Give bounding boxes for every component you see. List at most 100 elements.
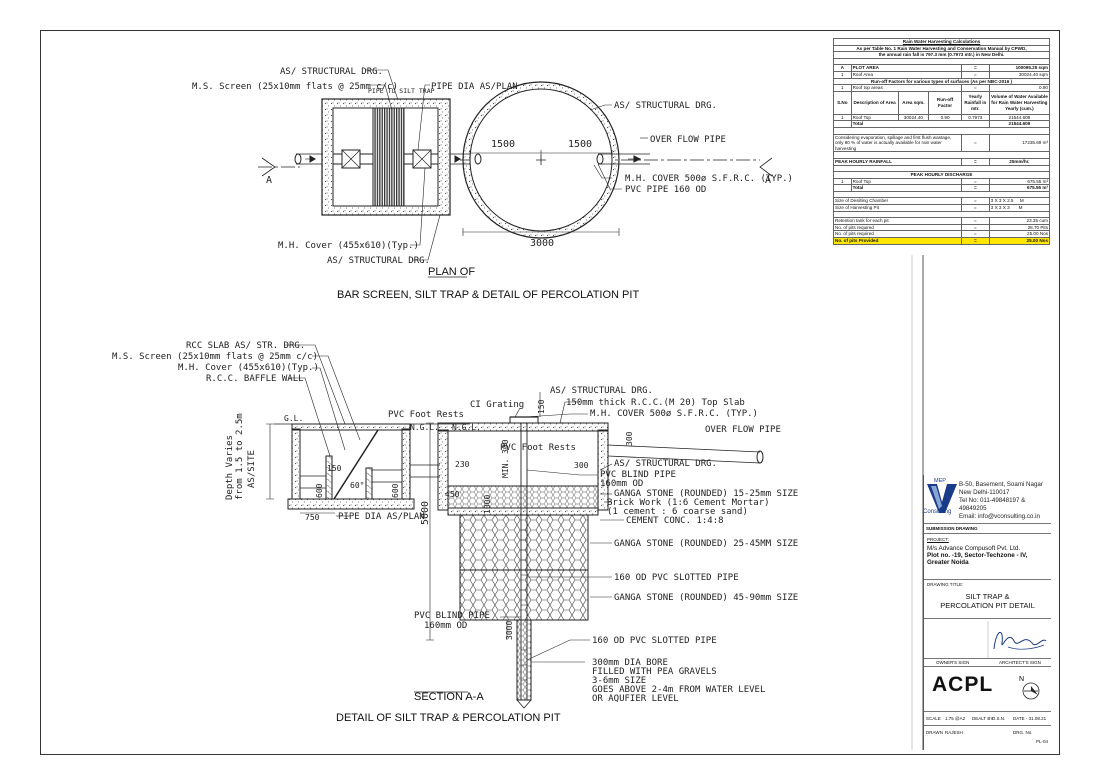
calc-pr-label: Roof Top [850, 177, 962, 186]
calc-rt-eq: = [960, 84, 990, 92]
sec-label-as-structural: AS/ STRUCTURAL DRG. [550, 386, 653, 396]
sec-label-slotted-2: 160 OD PVC SLOTTED PIPE [592, 636, 717, 646]
sec-dim-3000: 3000 [505, 621, 514, 640]
tb-project-3: Greater Noida [927, 559, 969, 566]
calc-req1-eq: = [960, 223, 990, 232]
title-block: SUBMISSION DRAWING PROJECT: M/s Advance … [923, 475, 1051, 750]
company-addr-1: B-50, Basement, Soami Nagar [959, 481, 1043, 488]
plan-section-a-right: A [765, 175, 771, 186]
sec-label-pvc-foot-1: PVC Foot Rests [388, 410, 464, 420]
sec-dim-300a: 300 [625, 431, 634, 446]
section-view [266, 344, 764, 709]
sheet-border [40, 30, 1060, 755]
plan-dim-1500a: 1500 [491, 139, 515, 150]
north-label: N [1019, 676, 1024, 683]
sec-dim-600a: 600 [315, 483, 324, 498]
section-subtitle: DETAIL OF SILT TRAP & PERCOLATION PIT [336, 712, 561, 724]
calc-pt-eq: = [960, 184, 990, 192]
calc-peak-rain-eq: = [960, 157, 990, 166]
sec-dim-1000: 1000 [483, 495, 492, 514]
sec-label-bore-5: OR AQUFIER LEVEL [592, 694, 679, 704]
calc-pt-label: Total [850, 184, 962, 192]
calc-intro-2: the annual rain fall is 797.3 mm (0.7973… [833, 51, 1050, 59]
calc-col-desc: Description of Area [850, 90, 899, 115]
calc-roof-sno: 1 [833, 113, 852, 122]
plan-label-as-structural-2: AS/ STRUCTURAL DRG. [614, 101, 717, 111]
tb-drg-label: DRG. No. [1013, 730, 1033, 735]
sec-label-depth-1: Depth Varies [225, 435, 235, 500]
silt-trap-slab [291, 423, 411, 431]
plan-section-a-left: A [266, 175, 272, 186]
sec-label-mh-cover: M.H. Cover (455x610)(Typ.) [178, 363, 319, 373]
plan-dim-3000: 3000 [530, 238, 554, 249]
mh-cover-left [341, 149, 361, 169]
calc-rt-val: 0.90 [988, 84, 1051, 92]
sec-label-ganga-2: GANGA STONE (ROUNDED) 25-45MM SIZE [614, 539, 798, 549]
tb-submission: SUBMISSION DRAWING [924, 523, 1051, 533]
calc-col-area: Area sqm. [897, 90, 930, 115]
calc-pit-eq: = [960, 204, 990, 212]
calc-pt-val: 675.55 m³ [988, 184, 1051, 192]
sec-label-ci-grating: CI Grating [470, 400, 524, 410]
calc-ret-eq: = [960, 217, 990, 225]
silt-trap-right-wall [401, 428, 411, 500]
sec-label-pvc-blind-2b: 160mm OD [424, 621, 467, 631]
calc-pr-sno: 1 [833, 177, 852, 186]
sec-label-baffle: R.C.C. BAFFLE WALL [206, 374, 304, 384]
plan-label-as-structural-3: AS/ STRUCTURAL DRG. [327, 256, 430, 266]
tb-architect-sign: ARCHITECT'S SIGN [999, 660, 1041, 665]
plan-label-pvc-pipe: PVC PIPE 160 OD [625, 185, 706, 195]
sec-label-ngl-1: N.G.L. [410, 423, 439, 432]
sec-label-brick: Brick Work (1:6 Cement Mortar) [607, 498, 770, 508]
calc-desilt-unit: M [1019, 198, 1024, 204]
tb-dtitle-label: DRAWING TITLE: [927, 582, 964, 587]
calc-consider-val: 17235.69 m³ [988, 133, 1051, 153]
calc-total-label: Total [850, 120, 990, 128]
sec-label-gl: G.L. [284, 414, 303, 423]
sec-label-pvc-blind-1b: 160mm OD [600, 479, 643, 489]
sec-label-depth-3: AS/SITE [247, 450, 257, 488]
calc-ret-label: Retention tank for each pit [833, 217, 962, 225]
tb-date-label: DATE - 31.08.21 [1013, 716, 1047, 721]
sec-label-cement: CEMENT CONC. 1:4:8 [626, 516, 724, 526]
silt-trap-base [287, 498, 415, 510]
calc-prov-val: 25.00 Nos [988, 237, 1051, 245]
plan-label-ms-screen: M.S. Screen (25x10mm flats @ 25mm c/c) [192, 82, 398, 92]
section-title: SECTION A-A [414, 691, 484, 703]
tb-dtitle-2: PERCOLATION PIT DETAIL [940, 601, 1035, 610]
plan-labels: AS/ STRUCTURAL DRG. M.S. Screen (25x10mm… [192, 67, 793, 301]
plan-label-pipe-to-silt-trap: PIPE TO SILT TRAP [368, 87, 435, 95]
sec-label-as-structural-2: AS/ STRUCTURAL DRG. [614, 459, 717, 469]
sec-label-depth-2: from 1.5 to 2.5m [235, 413, 245, 500]
calc-desilt-eq: = [960, 197, 990, 206]
sec-dim-min300: MIN. 300 [501, 439, 510, 478]
sec-label-ngl-2: N.G.L. [452, 423, 481, 432]
tb-drawn-val: RAJESH [945, 730, 963, 735]
sec-dim-750: 750 [305, 513, 320, 522]
calc-col-runoff: Run-off Factor [928, 90, 962, 115]
plan-label-as-structural: AS/ STRUCTURAL DRG. [280, 67, 383, 77]
sec-label-ganga-1: GANGA STONE (ROUNDED) 15-25mm SIZE [614, 489, 798, 499]
logo-mep-text: MEP [934, 478, 946, 484]
plan-dim-1500b: 1500 [568, 139, 592, 150]
sec-label-brick-b: (1 cement : 6 coarse sand) [607, 507, 748, 517]
calc-pr-eq: = [960, 177, 990, 186]
calc-r1-val: 30024.40 sqm [988, 70, 1051, 79]
company-addr-2: New Delhi-110017 [959, 489, 1010, 496]
calc-peak-head: PEAK HOURLY DISCHARGE [833, 171, 1050, 179]
calc-col-sno: S.No [833, 90, 852, 115]
plan-title: PLAN OF [428, 266, 475, 278]
calc-peak-rain-val: 25mm/hr. [988, 157, 1051, 166]
sec-label-rcc-slab: RCC SLAB AS/ STR. DRG. [186, 341, 305, 351]
calc-runoff-head: Run-off Factors for various types of sur… [833, 77, 1050, 86]
calc-col-volume: Volume of Water Available for Rain Water… [988, 90, 1051, 115]
calc-pit-label: Size of Harvesting Pit [833, 204, 962, 212]
calc-pit-val: 3 X 3 X 3 [990, 205, 1010, 211]
tb-scale-label: SCALE [926, 716, 941, 721]
plan-label-mh-cover: M.H. Cover (455x610)(Typ.) [278, 241, 419, 251]
north-arrow-icon: N [1019, 676, 1040, 700]
sec-label-top-slab: 150mm thick R.C.C.(M 20) Top Slab [566, 398, 745, 408]
calc-desilt-label: Size of Desilting Chamber [833, 197, 962, 206]
rwh-calculation-table: Rain Water Harvesting Calculations As pe… [833, 38, 1051, 245]
